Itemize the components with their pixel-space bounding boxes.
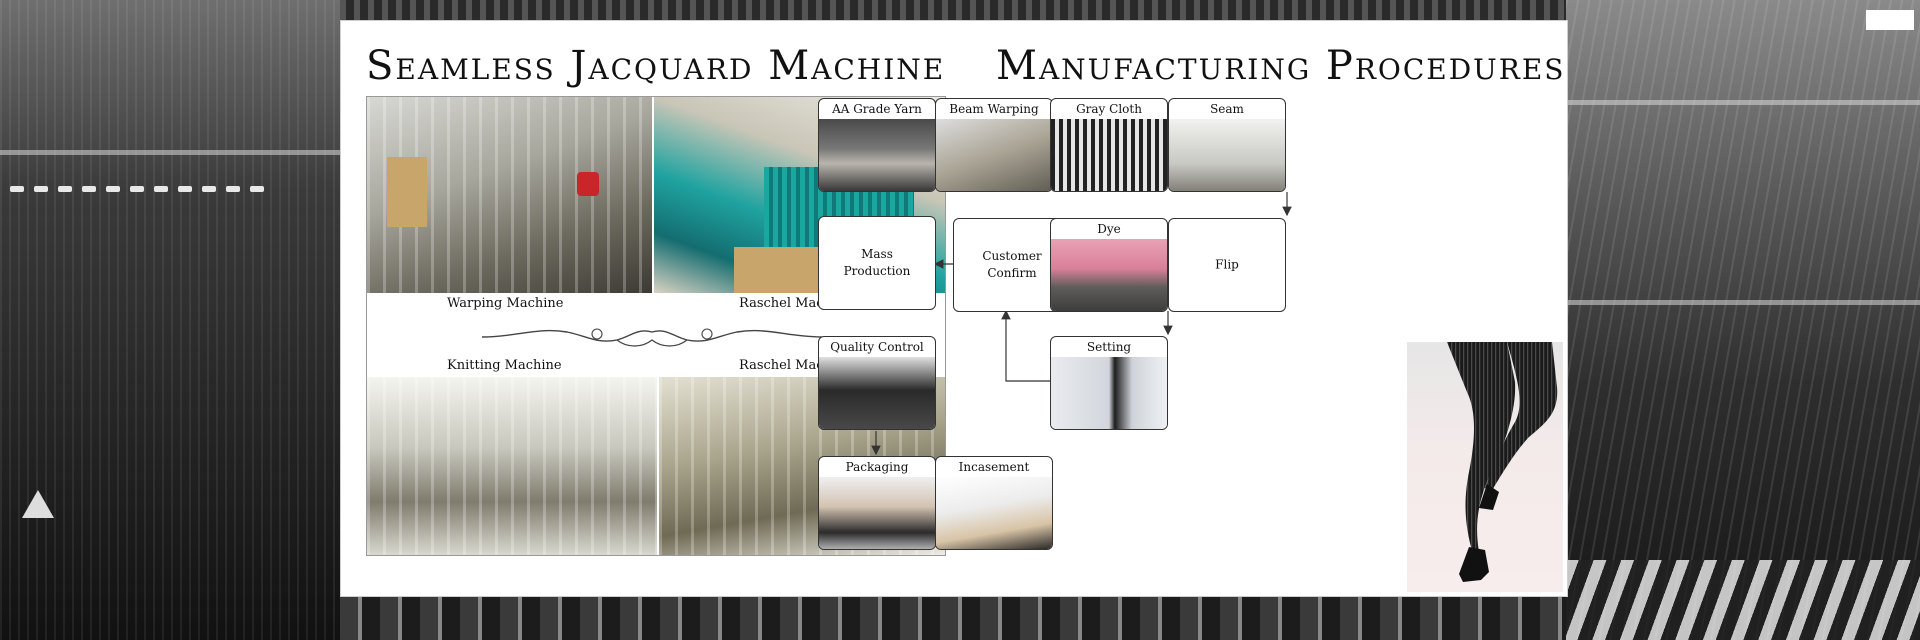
step-flip: Flip	[1168, 218, 1286, 312]
procedures-title: Manufacturing Procedures	[996, 43, 1566, 89]
knitting-machine-photo	[367, 377, 657, 555]
warping-machine-photo	[367, 97, 652, 293]
ornamental-divider	[481, 328, 823, 347]
incasement-photo	[936, 477, 1052, 549]
caption-warping-machine: Warping Machine	[447, 296, 564, 311]
background-led	[154, 186, 168, 192]
background-led	[202, 186, 216, 192]
gray-cloth-photo	[1051, 119, 1167, 191]
step-seam: Seam	[1168, 98, 1286, 192]
background-machine-right	[1566, 0, 1920, 640]
background-rail	[1566, 300, 1920, 305]
background-led	[82, 186, 96, 192]
machine-title: Seamless Jacquard Machine	[366, 43, 946, 89]
packaging-photo	[819, 477, 935, 549]
caption-knitting-machine: Knitting Machine	[447, 358, 562, 373]
background-led	[58, 186, 72, 192]
warning-triangle-icon	[22, 490, 54, 518]
background-machine-left	[0, 0, 340, 640]
step-quality-control: Quality Control	[818, 336, 936, 430]
background-bottom-strip	[340, 595, 1566, 640]
seam-photo	[1169, 119, 1285, 191]
setting-photo	[1051, 357, 1167, 429]
background-fabric-stripes	[1566, 560, 1920, 640]
content-panel: Seamless Jacquard Machine Manufacturing …	[340, 20, 1568, 597]
background-led	[106, 186, 120, 192]
step-dye: Dye	[1050, 218, 1168, 312]
background-led	[130, 186, 144, 192]
patterned-tights-figure	[1447, 342, 1558, 582]
background-led	[34, 186, 48, 192]
background-label-plate	[1866, 10, 1914, 30]
background-rail	[0, 150, 340, 155]
background-rail	[1566, 100, 1920, 105]
step-beam-warping: Beam Warping	[935, 98, 1053, 192]
step-gray-cloth: Gray Cloth	[1050, 98, 1168, 192]
stockings-model-photo	[1407, 342, 1563, 592]
background-led	[10, 186, 24, 192]
step-aa-grade-yarn: AA Grade Yarn	[818, 98, 936, 192]
step-incasement: Incasement	[935, 456, 1053, 550]
background-led	[178, 186, 192, 192]
yarn-photo	[819, 119, 935, 191]
quality-control-photo	[819, 357, 935, 429]
step-packaging: Packaging	[818, 456, 936, 550]
step-mass-production: Mass Production	[818, 216, 936, 310]
dye-photo	[1051, 239, 1167, 311]
beam-warping-photo	[936, 119, 1052, 191]
step-setting: Setting	[1050, 336, 1168, 430]
background-led	[250, 186, 264, 192]
background-led	[226, 186, 240, 192]
background-top-strip	[340, 0, 1566, 20]
